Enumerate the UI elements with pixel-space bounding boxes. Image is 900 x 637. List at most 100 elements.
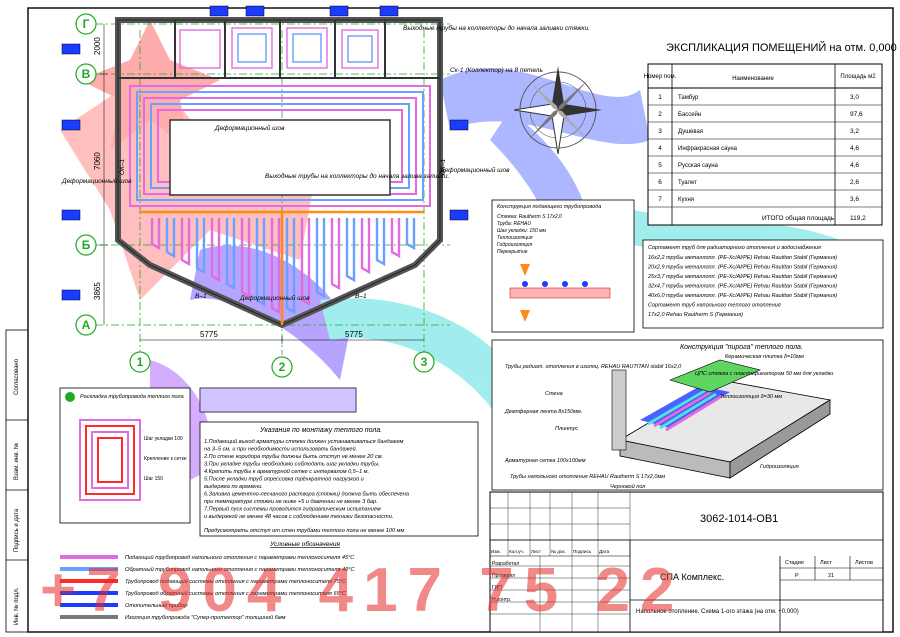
construction-label: Теплоизоляция δ=30 мм — [720, 394, 782, 400]
legend-item-text: Подающий трубопровод напольного отоплени… — [125, 554, 355, 561]
expl-row-name: Душевая — [678, 129, 703, 135]
floor-loops-lower — [150, 218, 416, 315]
expl-total-value: 119,2 — [850, 215, 866, 222]
tb-role: Разработал — [492, 561, 519, 567]
expl-row-name: Бассейн — [678, 111, 701, 118]
tb-stage: Р — [795, 573, 799, 579]
loop-detail: Раскладка трубопровода теплого пола Шаг … — [59, 387, 357, 524]
label-note-3: Ск-1 (Коллектор) на 8 петель — [450, 67, 543, 74]
notes-line: при температуре стяжки не ниже +5 и давл… — [204, 499, 378, 505]
expl-row-area: 3,6 — [850, 196, 859, 203]
label-deformation-2: Деформационный шов — [239, 294, 310, 302]
construction-label: Гидроизоляция — [760, 464, 799, 470]
tb-header-cell: Подпись — [573, 549, 592, 554]
installation-notes: Указания по монтажу теплого пола. 1.Пода… — [199, 421, 479, 537]
axis-row-g: Г — [83, 17, 90, 31]
axis-col-1: 1 — [137, 355, 144, 369]
axis-row-v: В — [82, 67, 91, 81]
pipe-spec-box: Сортамент труб для радиаторного отоплени… — [642, 239, 884, 329]
detail-line-2: Шаг 150 — [144, 476, 163, 482]
expl-col-area: Площадь м2 — [840, 74, 876, 80]
legend-item-text: Отопительный прибор — [125, 602, 187, 609]
construction-label: Черновой пол — [610, 483, 645, 490]
layers-title: Конструкция подающего трубопровода — [497, 204, 601, 210]
tb-header-cell: Изм. — [491, 549, 501, 554]
expl-row-area: 4,6 — [850, 145, 859, 152]
layers-line: Труба: REHAU — [497, 221, 531, 227]
legend-item-text: Обратный трубопровод напольного отоплени… — [125, 566, 355, 573]
dim-bottom-2: 5775 — [345, 330, 363, 339]
label-ok1: ОК–1 — [119, 158, 126, 175]
expl-col-name: Наименование — [732, 76, 774, 82]
expl-row-area: 2,6 — [850, 179, 859, 186]
legend: Условные обозначения Подающий трубопрово… — [60, 540, 355, 621]
label-deformation-right: Деформационный шов — [439, 166, 510, 174]
tb-sheet-title: Напольное отопление. Схема 1-ого этажа (… — [636, 609, 799, 615]
axis-col-3: 3 — [421, 355, 428, 369]
notes-line: 1.Подающий выход арматуры стяжки должен … — [204, 438, 404, 445]
dim-bottom-1: 5775 — [200, 330, 218, 339]
tb-role: Н.контр. — [492, 597, 511, 603]
vlabel-3: Инв. № подл. — [13, 587, 20, 625]
dim-left-3: 3865 — [93, 282, 102, 300]
layers-line: Шаг укладки: 150 мм — [497, 228, 547, 234]
compass-rose-icon — [513, 66, 602, 155]
tb-role: Проверил — [492, 573, 515, 579]
expl-row-area: 97,6 — [850, 111, 863, 118]
construction-label: Арматурная сетка 100х100мм — [504, 458, 586, 464]
label-section-b: В–1 — [195, 293, 207, 300]
legend-item-text: Трубопровод подающий системы отопления с… — [125, 578, 347, 585]
layers-detail: Конструкция подающего трубопровода Стяжк… — [491, 199, 635, 333]
spec-line: 40х6,0 трубы металлопл. (PE-Xc/Al/PE) Re… — [648, 293, 837, 299]
notes-line: выдержка по времени. — [204, 484, 263, 490]
expl-row-no: 2 — [658, 111, 662, 118]
expl-total-label: ИТОГО общая площадь — [762, 214, 835, 222]
construction-title: Конструкция "пирога" теплого пола. — [680, 344, 803, 351]
tb-code: 3062-1014-ОВ1 — [700, 513, 778, 525]
dim-left-1: 2000 — [93, 37, 102, 55]
notes-footer: Предусмотреть отступ от стен трубами теп… — [204, 528, 405, 534]
expl-col-no: Номер пом. — [644, 74, 677, 80]
tb-header-cell: № док. — [551, 549, 566, 554]
notes-line: 7.Первый пуск системы проводится гидравл… — [204, 506, 381, 513]
tb-header-cell: Дата — [599, 549, 610, 554]
floor-construction: Конструкция "пирога" теплого пола. Трубы… — [491, 339, 884, 491]
notes-line: на 3–5 см, и при необходимости использов… — [204, 446, 357, 453]
construction-label: Плинтус — [555, 426, 578, 432]
expl-row-area: 3,0 — [850, 94, 859, 101]
expl-row-no: 1 — [658, 94, 662, 101]
layers-line: Стяжка: Rautherm S 17х2,0 — [497, 214, 562, 220]
legend-item-text: Трубопровод обратный системы отопления с… — [125, 590, 347, 597]
label-deformation-1: Деформационный шов — [214, 124, 285, 132]
detail-line-0: Шаг укладки 100 — [144, 436, 183, 442]
spec-line: 20х2,9 трубы металлопл. (PE-Xc/Al/PE) Re… — [647, 265, 837, 271]
detail-line-1: Крепление к сетке — [144, 456, 187, 462]
axis-row-a: А — [82, 318, 91, 332]
tb-sheet: 21 — [828, 573, 834, 579]
expl-row-name: Русская сауна — [678, 163, 719, 169]
construction-label: Трубы напольного отопления REHAU Rauther… — [510, 474, 665, 480]
expl-row-no: 7 — [658, 196, 662, 203]
construction-label: Стена — [545, 391, 563, 397]
explication-table: ЭКСПЛИКАЦИЯ ПОМЕЩЕНИЙ на отм. 0,000 Номе… — [644, 41, 897, 226]
tb-role: ГИП — [492, 585, 502, 591]
tb-org: СПА Комплекс. — [660, 572, 724, 582]
watermark-phone: +7 904 417 75 22 — [40, 556, 685, 625]
legend-title: Условные обозначения — [269, 540, 340, 548]
expl-row-area: 4,6 — [850, 162, 859, 169]
expl-row-no: 4 — [658, 145, 662, 152]
construction-label: Демпферная лента 8х150мм. — [504, 409, 582, 415]
notes-title: Указания по монтажу теплого пола. — [259, 427, 382, 434]
tb-col-stage: Стадия — [785, 560, 804, 566]
vlabel-1: Взам. инв. № — [13, 443, 20, 480]
vlabel-2: Подпись и дата — [14, 508, 20, 552]
tb-col-sheet: Лист — [820, 560, 832, 566]
notes-line: и выдержкой не менее 48 часов с соблюден… — [204, 513, 393, 520]
layers-line: Перекрытие — [497, 249, 528, 255]
layers-line: Гидроизоляция — [497, 242, 532, 248]
expl-row-name: Инфракрасная сауна — [678, 146, 738, 152]
floor-plan: Г В Б А 1 2 3 2000 7060 3865 5775 5775 — [61, 5, 590, 378]
sheet-frame — [27, 7, 894, 633]
label-deformation-left: Деформационный шов — [61, 177, 132, 185]
pool-bowl — [169, 119, 391, 196]
